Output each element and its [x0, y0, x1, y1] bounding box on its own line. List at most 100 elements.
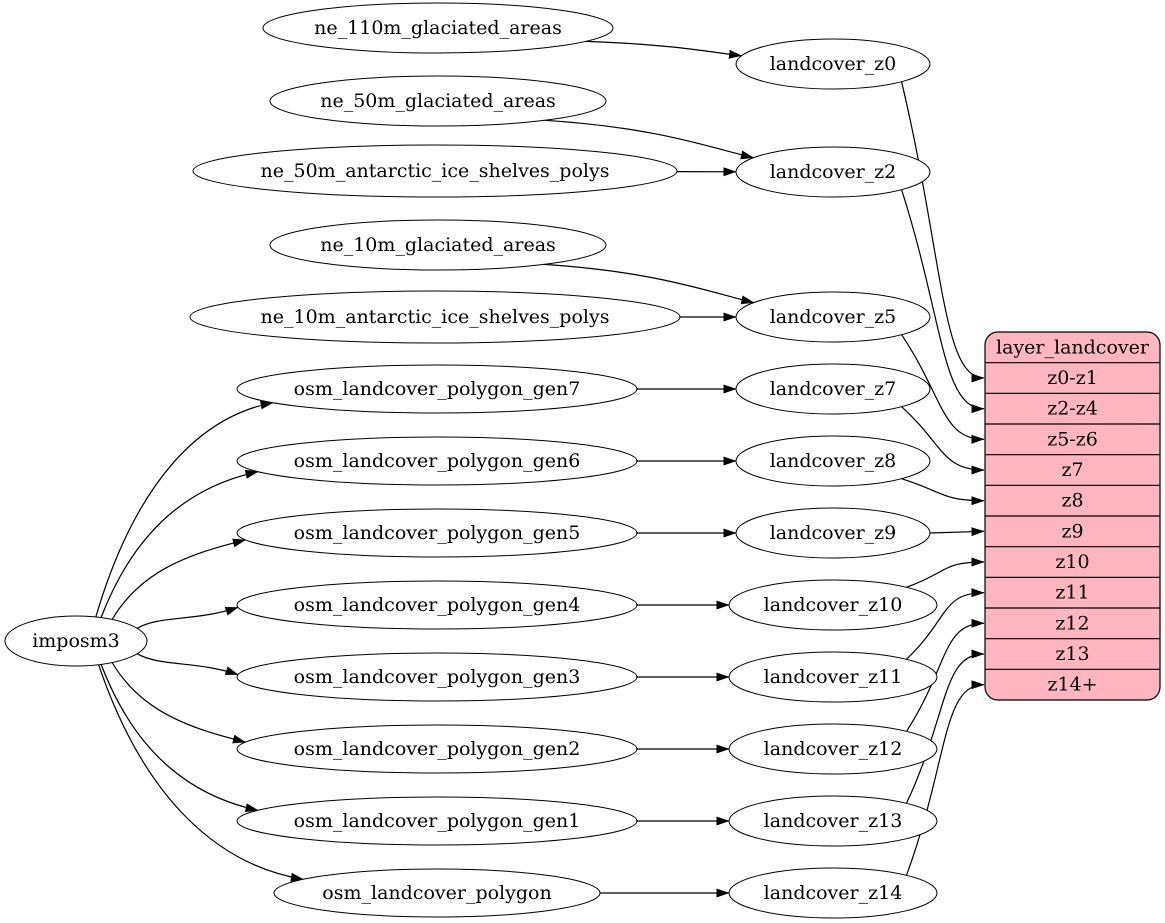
node-label-osm_landcover_polygon_gen1: osm_landcover_polygon_gen1 [294, 810, 581, 832]
node-ne_110m_glaciated_areas: ne_110m_glaciated_areas [262, 2, 614, 54]
edge-landcover_z5-to-layer_landcover-z5-z6 [901, 334, 985, 444]
edge-ne_10m_glaciated_areas-to-landcover_z5 [544, 263, 755, 305]
node-ellipse-ne_50m_glaciated_areas [269, 75, 607, 127]
node-label-osm_landcover_polygon_gen2: osm_landcover_polygon_gen2 [294, 738, 581, 760]
node-label-landcover_z14: landcover_z14 [764, 882, 903, 904]
edge-landcover_z11-to-layer_landcover-z11 [906, 588, 985, 660]
table-row-label-z0-z1: z0-z1 [1047, 367, 1098, 389]
node-ellipse-landcover_z8 [735, 435, 931, 487]
node-osm_landcover_polygon: osm_landcover_polygon [273, 868, 601, 918]
table-title: layer_landcover [996, 336, 1150, 358]
edge-landcover_z8-to-layer_landcover-z8 [901, 478, 985, 506]
node-ellipse-landcover_z0 [735, 38, 931, 90]
node-ellipse-ne_110m_glaciated_areas [262, 2, 614, 54]
edge-imposm3-to-osm_landcover_polygon_gen5 [111, 538, 246, 620]
node-landcover_z7: landcover_z7 [735, 363, 931, 415]
node-label-ne_10m_antarctic_ice_shelves_polys: ne_10m_antarctic_ice_shelves_polys [261, 306, 610, 328]
node-landcover_z9: landcover_z9 [735, 507, 931, 559]
edges-layer [95, 40, 985, 898]
table-row-label-z12: z12 [1055, 612, 1089, 634]
edge-landcover_z9-to-layer_landcover-z9 [929, 527, 985, 537]
edge-imposm3-to-osm_landcover_polygon [98, 664, 304, 882]
node-label-landcover_z13: landcover_z13 [764, 810, 903, 832]
edge-landcover_z14-to-layer_landcover-z14+ [905, 680, 985, 876]
table-row-label-z7: z7 [1061, 459, 1083, 481]
node-ellipse-landcover_z10 [728, 579, 938, 631]
node-landcover_z0: landcover_z0 [735, 38, 931, 90]
table-row-label-z5-z6: z5-z6 [1047, 428, 1098, 450]
node-label-landcover_z12: landcover_z12 [764, 738, 903, 760]
node-label-landcover_z11: landcover_z11 [764, 666, 903, 688]
node-ellipse-landcover_z7 [735, 363, 931, 415]
node-ellipse-landcover_z14 [728, 867, 938, 919]
node-ne_50m_antarctic_ice_shelves_polys: ne_50m_antarctic_ice_shelves_polys [192, 144, 678, 198]
node-landcover_z2: landcover_z2 [735, 146, 931, 198]
node-landcover_z5: landcover_z5 [735, 291, 931, 343]
node-label-landcover_z2: landcover_z2 [770, 161, 897, 183]
node-label-imposm3: imposm3 [32, 630, 120, 652]
edge-imposm3-to-osm_landcover_polygon_gen7 [95, 400, 274, 618]
node-ellipse-landcover_z9 [735, 507, 931, 559]
node-label-osm_landcover_polygon_gen7: osm_landcover_polygon_gen7 [294, 378, 581, 400]
node-label-landcover_z5: landcover_z5 [770, 306, 897, 328]
node-ellipse-osm_landcover_polygon_gen7 [236, 364, 638, 414]
table-row-label-z14+: z14+ [1047, 674, 1097, 696]
node-label-osm_landcover_polygon: osm_landcover_polygon [322, 882, 551, 904]
node-osm_landcover_polygon_gen7: osm_landcover_polygon_gen7 [236, 364, 638, 414]
edge-ne_110m_glaciated_areas-to-landcover_z0 [585, 40, 742, 59]
node-osm_landcover_polygon_gen1: osm_landcover_polygon_gen1 [236, 796, 638, 846]
node-ellipse-osm_landcover_polygon_gen1 [236, 796, 638, 846]
node-label-landcover_z8: landcover_z8 [770, 450, 897, 472]
edge-landcover_z2-to-layer_landcover-z2-z4 [901, 189, 985, 414]
node-osm_landcover_polygon_gen2: osm_landcover_polygon_gen2 [236, 724, 638, 774]
node-label-landcover_z7: landcover_z7 [770, 378, 897, 400]
edge-imposm3-to-osm_landcover_polygon_gen2 [111, 662, 246, 744]
node-ellipse-landcover_z12 [728, 723, 938, 775]
node-ellipse-osm_landcover_polygon_gen6 [236, 436, 638, 486]
node-ellipse-ne_50m_antarctic_ice_shelves_polys [192, 144, 678, 198]
node-ellipse-osm_landcover_polygon_gen2 [236, 724, 638, 774]
edge-landcover_z13-to-layer_landcover-z13 [905, 649, 985, 804]
node-landcover_z8: landcover_z8 [735, 435, 931, 487]
node-imposm3: imposm3 [4, 615, 148, 667]
edge-ne_50m_glaciated_areas-to-landcover_z2 [545, 119, 754, 160]
node-label-osm_landcover_polygon_gen3: osm_landcover_polygon_gen3 [294, 666, 581, 688]
edge-landcover_z0-to-layer_landcover-z0-z1 [901, 81, 985, 383]
node-ne_50m_glaciated_areas: ne_50m_glaciated_areas [269, 75, 607, 127]
table-row-label-z10: z10 [1055, 551, 1089, 573]
node-ellipse-ne_10m_antarctic_ice_shelves_polys [189, 290, 681, 344]
node-label-ne_110m_glaciated_areas: ne_110m_glaciated_areas [314, 17, 562, 39]
table-row-label-z8: z8 [1061, 490, 1083, 512]
node-landcover_z13: landcover_z13 [728, 795, 938, 847]
node-osm_landcover_polygon_gen4: osm_landcover_polygon_gen4 [236, 580, 638, 630]
node-ellipse-osm_landcover_polygon_gen5 [236, 508, 638, 558]
node-landcover_z10: landcover_z10 [728, 579, 938, 631]
table-layer_landcover: layer_landcover z0-z1 z2-z4 z5-z6 z7 z8 z9 z10 z… [984, 331, 1161, 701]
table-row-label-z2-z4: z2-z4 [1047, 398, 1098, 420]
node-ne_10m_antarctic_ice_shelves_polys: ne_10m_antarctic_ice_shelves_polys [189, 290, 681, 344]
edge-imposm3-to-osm_landcover_polygon_gen4 [136, 606, 239, 629]
node-ellipse-imposm3 [4, 615, 148, 667]
node-label-landcover_z9: landcover_z9 [770, 522, 897, 544]
edge-landcover_z12-to-layer_landcover-z12 [905, 618, 985, 732]
node-label-osm_landcover_polygon_gen6: osm_landcover_polygon_gen6 [294, 450, 581, 472]
node-osm_landcover_polygon_gen6: osm_landcover_polygon_gen6 [236, 436, 638, 486]
edge-landcover_z7-to-layer_landcover-z7 [901, 406, 985, 475]
node-ellipse-landcover_z11 [728, 651, 938, 703]
node-osm_landcover_polygon_gen3: osm_landcover_polygon_gen3 [236, 652, 638, 702]
node-ellipse-ne_10m_glaciated_areas [269, 219, 607, 271]
node-label-osm_landcover_polygon_gen4: osm_landcover_polygon_gen4 [294, 594, 581, 616]
node-label-osm_landcover_polygon_gen5: osm_landcover_polygon_gen5 [294, 522, 581, 544]
table-row-label-z9: z9 [1061, 520, 1083, 542]
node-label-ne_50m_glaciated_areas: ne_50m_glaciated_areas [320, 90, 556, 112]
nodes-layer: imposm3 ne_110m_glaciated_areas ne_50m_gla… [4, 2, 1161, 919]
node-ellipse-osm_landcover_polygon_gen4 [236, 580, 638, 630]
node-ellipse-landcover_z5 [735, 291, 931, 343]
node-ellipse-osm_landcover_polygon [273, 868, 601, 918]
node-osm_landcover_polygon_gen5: osm_landcover_polygon_gen5 [236, 508, 638, 558]
edge-imposm3-to-osm_landcover_polygon_gen3 [136, 653, 239, 676]
node-landcover_z12: landcover_z12 [728, 723, 938, 775]
table-row-label-z11: z11 [1055, 582, 1089, 604]
